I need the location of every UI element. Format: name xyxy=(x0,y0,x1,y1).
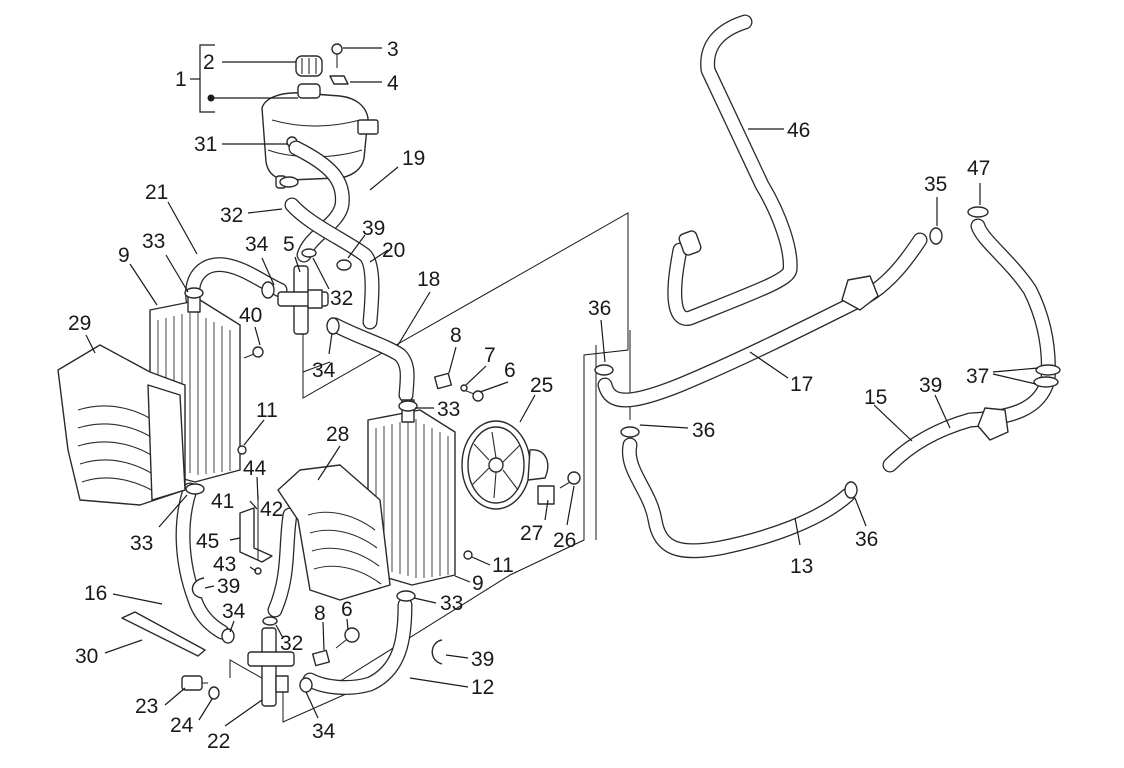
callout-labels: 1 2 3 4 31 19 21 33 9 32 34 5 39 20 32 1… xyxy=(68,38,990,753)
right-radiator-cover xyxy=(277,464,391,601)
o-rings-37 xyxy=(1033,364,1061,388)
callout-43: 43 xyxy=(213,553,236,576)
callout-39: 39 xyxy=(919,374,942,397)
callout-33: 33 xyxy=(142,230,165,253)
callout-18: 18 xyxy=(417,268,440,291)
tank-cap xyxy=(295,55,323,77)
left-radiator-cover xyxy=(57,344,186,506)
callout-36: 36 xyxy=(855,528,878,551)
callout-47: 47 xyxy=(967,157,990,180)
callout-34: 34 xyxy=(245,233,269,256)
callout-32: 32 xyxy=(220,204,243,227)
clip-nut-4 xyxy=(329,75,349,85)
callout-4: 4 xyxy=(387,72,399,95)
callout-32: 32 xyxy=(280,632,303,655)
pipe-flange-15 xyxy=(977,407,1009,441)
callout-17: 17 xyxy=(790,373,813,396)
callout-32: 32 xyxy=(330,287,353,310)
callout-9: 9 xyxy=(118,244,130,267)
callout-2: 2 xyxy=(203,51,215,74)
callout-41: 41 xyxy=(211,490,234,513)
heat-shield-strip-30 xyxy=(121,611,206,657)
callout-33: 33 xyxy=(440,592,463,615)
callout-34: 34 xyxy=(222,600,246,623)
guide-line-small xyxy=(302,361,331,373)
callout-46: 46 xyxy=(787,119,810,142)
callout-36: 36 xyxy=(588,297,611,320)
callout-13: 13 xyxy=(790,555,813,578)
bolts-and-nuts xyxy=(237,346,581,667)
assembly-guide-lines xyxy=(229,212,631,723)
callout-9: 9 xyxy=(472,572,484,595)
callout-25: 25 xyxy=(530,374,553,397)
callout-8: 8 xyxy=(314,602,326,625)
lower-three-way-fitting xyxy=(247,627,295,707)
callout-37: 37 xyxy=(966,365,989,388)
callout-42: 42 xyxy=(260,498,283,521)
callout-31: 31 xyxy=(194,133,217,156)
callout-34: 34 xyxy=(312,359,336,382)
screw-3 xyxy=(331,43,343,68)
callout-6: 6 xyxy=(341,598,353,621)
callout-24: 24 xyxy=(170,714,194,737)
callout-1: 1 xyxy=(175,68,187,91)
callout-35: 35 xyxy=(924,173,947,196)
temperature-sensor-23 xyxy=(181,675,208,691)
callout-26: 26 xyxy=(553,529,576,552)
callout-3: 3 xyxy=(387,38,399,61)
callout-23: 23 xyxy=(135,695,158,718)
callout-40: 40 xyxy=(239,304,262,327)
sealing-washer-24 xyxy=(208,686,220,700)
bracket-45 xyxy=(239,495,273,563)
leader-lines xyxy=(85,44,1039,727)
callout-45: 45 xyxy=(196,530,219,553)
hose-clamps xyxy=(184,176,989,693)
callout-30: 30 xyxy=(75,645,98,668)
callout-28: 28 xyxy=(326,423,349,446)
callout-16: 16 xyxy=(84,582,107,605)
guide-line-lower xyxy=(325,330,629,691)
callout-12: 12 xyxy=(471,676,494,699)
expansion-tank xyxy=(261,83,379,189)
callout-34: 34 xyxy=(312,720,336,743)
callout-39: 39 xyxy=(217,575,240,598)
callout-44: 44 xyxy=(243,457,267,480)
callout-29: 29 xyxy=(68,312,91,335)
callout-36: 36 xyxy=(692,419,715,442)
callout-15: 15 xyxy=(864,386,887,409)
callout-33: 33 xyxy=(437,398,460,421)
callout-39: 39 xyxy=(362,217,385,240)
pipe-flange-17 xyxy=(841,275,879,311)
callout-7: 7 xyxy=(484,344,496,367)
callout-6: 6 xyxy=(504,359,516,382)
callout-19: 19 xyxy=(402,147,425,170)
bleed-valve xyxy=(678,230,702,256)
callout-27: 27 xyxy=(520,522,543,545)
callout-21: 21 xyxy=(145,181,168,204)
callout-8: 8 xyxy=(450,324,462,347)
cooling-fan xyxy=(461,420,549,510)
hoses xyxy=(175,14,1056,695)
upper-three-way-fitting xyxy=(277,265,329,335)
callout-5: 5 xyxy=(283,233,295,256)
callout-11: 11 xyxy=(256,399,278,422)
tank-neck xyxy=(297,83,321,99)
callout-22: 22 xyxy=(207,730,230,753)
callout-11: 11 xyxy=(492,554,514,577)
callout-33: 33 xyxy=(130,532,153,555)
fan-bracket-27 xyxy=(537,485,555,505)
guide-line-upper xyxy=(302,212,629,399)
callout-20: 20 xyxy=(382,239,405,262)
callout-39: 39 xyxy=(471,648,494,671)
